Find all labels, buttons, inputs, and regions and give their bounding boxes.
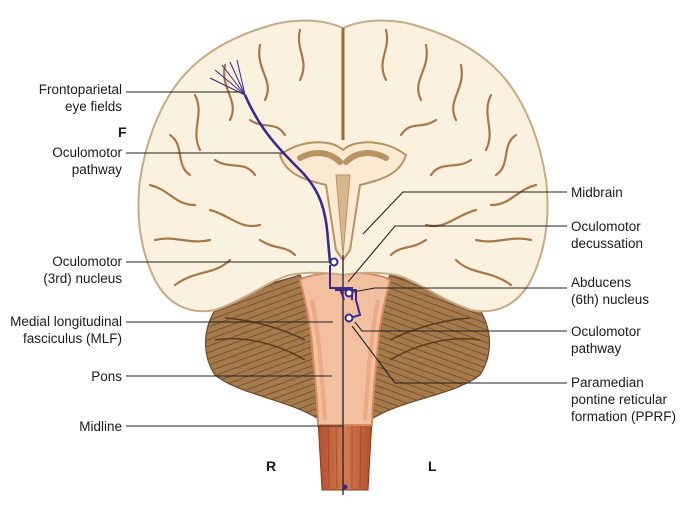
marker-left: L: [428, 458, 437, 474]
pprf-marker: [344, 313, 354, 323]
marker-front: F: [118, 124, 127, 140]
label-midbrain: Midbrain: [571, 185, 623, 200]
abducens-nucleus-marker: [344, 288, 354, 298]
oculomotor-pathway-left: [243, 94, 336, 264]
oculomotor-nucleus-marker: [329, 257, 339, 267]
label-oculomotor-nucleus: Oculomotor(3rd) nucleus: [43, 254, 122, 286]
spinal-cord: [317, 419, 373, 491]
label-pons: Pons: [91, 369, 122, 384]
marker-right: R: [266, 458, 277, 474]
leader-lines: [126, 91, 567, 427]
label-abducens-nucleus: Abducens(6th) nucleus: [571, 275, 650, 307]
label-midline: Midline: [79, 419, 122, 434]
